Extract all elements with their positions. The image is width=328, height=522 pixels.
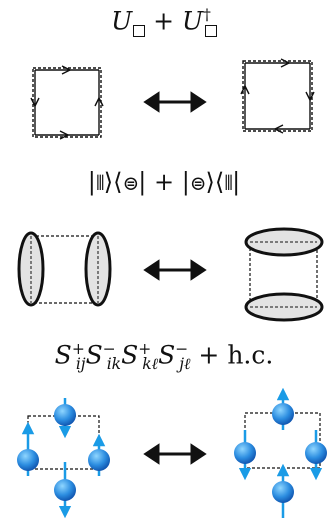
spin-ball xyxy=(88,449,110,471)
plaquette-box-icon xyxy=(204,25,217,38)
spin-ball xyxy=(272,481,294,503)
arrow-icon xyxy=(305,91,315,102)
plaquette-operator-label: U + U† xyxy=(0,6,328,39)
spin-exchange-label: S+ijS−ikS+kℓS−jℓ + h.c. xyxy=(54,340,274,374)
double-arrow-icon xyxy=(143,91,207,113)
arrow-icon xyxy=(59,130,70,140)
arrow-icon xyxy=(240,84,250,95)
spin-config-right xyxy=(234,387,327,518)
double-arrow-icon xyxy=(143,259,207,281)
spin-ball xyxy=(54,404,76,426)
dimers-horizontal xyxy=(244,227,324,322)
spin-ball xyxy=(305,442,327,464)
arrow-icon xyxy=(273,124,284,134)
spin-config-left xyxy=(17,398,110,519)
arrow-icon xyxy=(61,65,72,75)
dimers-vertical xyxy=(17,231,112,307)
plaquette-box-icon xyxy=(133,25,146,38)
double-arrow-icon xyxy=(143,443,207,465)
spin-ball xyxy=(272,403,294,425)
arrow-icon xyxy=(30,97,40,108)
spin-ball xyxy=(54,479,76,501)
loop-clockwise xyxy=(240,58,315,134)
arrow-icon xyxy=(280,58,291,68)
loop-counterclockwise xyxy=(30,65,104,140)
spin-ball xyxy=(17,449,39,471)
spin-ball xyxy=(234,442,256,464)
arrow-icon xyxy=(94,96,104,107)
dimer-operator-label: |⦀⟩⟨⊜| + |⊜⟩⟨⦀| xyxy=(87,168,241,196)
